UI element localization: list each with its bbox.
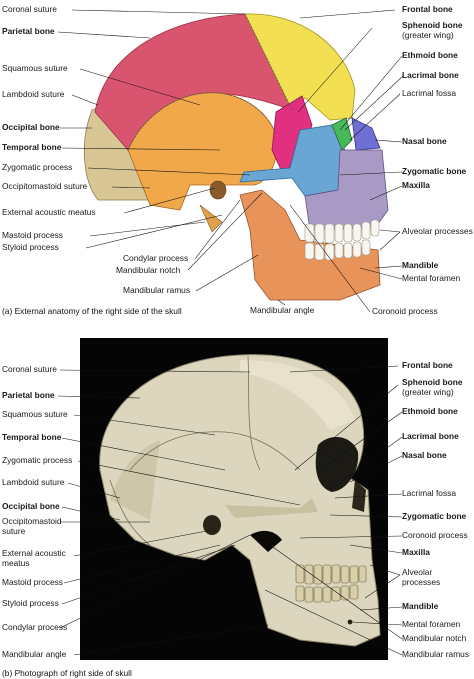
ethmoid-bone-shape (331, 117, 353, 151)
label-b-maxilla: Maxilla (402, 547, 430, 557)
label-b-meatus: meatus (2, 558, 30, 568)
label-a-mental-foramen: Mental foramen (402, 273, 461, 283)
caption-b: (b) Photograph of right side of skull (2, 668, 132, 678)
label-a-condylar-process: Condylar process (123, 253, 189, 263)
label-b-temporal-bone: Temporal bone (2, 432, 62, 442)
acoustic-meatus-a (209, 180, 227, 200)
label-b-frontal-bone: Frontal bone (402, 360, 453, 370)
label-b-ethmoid-bone: Ethmoid bone (402, 406, 458, 416)
label-b-styloid-process: Styloid process (2, 598, 59, 608)
label-a-mandibular-ramus: Mandibular ramus (123, 285, 191, 295)
label-b-mandibular-ramus: Mandibular ramus (402, 649, 470, 659)
label-b-nasal-bone: Nasal bone (402, 450, 447, 460)
label-a-coronoid-process: Coronoid process (372, 306, 438, 316)
label-b-mandible: Mandible (402, 601, 439, 611)
label-a-sphenoid-bone: Sphenoid bone (402, 20, 463, 30)
label-a-mastoid-process: Mastoid process (2, 230, 63, 240)
label-a-mandibular-angle: Mandibular angle (250, 305, 315, 315)
label-a-lacrimal-bone: Lacrimal bone (402, 70, 459, 80)
label-a-mandibular-notch: Mandibular notch (116, 265, 181, 275)
teeth-a (304, 219, 380, 261)
label-b-mandibular-notch: Mandibular notch (402, 633, 467, 643)
label-b-squamous-suture: Squamous suture (2, 409, 68, 419)
label-a-mandible: Mandible (402, 260, 439, 270)
nasal-bone-shape (351, 117, 381, 151)
label-b-zygomatic-process: Zygomatic process (2, 455, 73, 465)
label-a-styloid-process: Styloid process (2, 242, 59, 252)
label-a-zygomatic-process: Zygomatic process (2, 162, 73, 172)
label-a-ethmoid-bone: Ethmoid bone (402, 50, 458, 60)
label-b-greater-wing: (greater wing) (402, 387, 454, 397)
label-a-occipitomastoid-suture: Occipitomastoid suture (2, 181, 88, 191)
label-a-temporal-bone: Temporal bone (2, 142, 62, 152)
label-a-parietal-bone: Parietal bone (2, 26, 55, 36)
label-b-lacrimal-fossa: Lacrimal fossa (402, 488, 456, 498)
label-b-sphenoid-bone: Sphenoid bone (402, 377, 463, 387)
label-a-frontal-bone: Frontal bone (402, 4, 453, 14)
label-b-zygomatic-bone: Zygomatic bone (402, 511, 467, 521)
label-a-nasal-bone: Nasal bone (402, 136, 447, 146)
label-a-squamous-suture: Squamous suture (2, 63, 68, 73)
teeth-b (295, 564, 367, 603)
label-a-maxilla: Maxilla (402, 180, 430, 190)
caption-a: (a) External anatomy of the right side o… (2, 306, 182, 316)
label-b-coronal-suture: Coronal suture (2, 364, 57, 374)
label-b-occipitomastoid: Occipitomastoid (2, 516, 62, 526)
label-a-lambdoid-suture: Lambdoid suture (2, 89, 65, 99)
label-b-occipital-bone: Occipital bone (2, 501, 60, 511)
label-a-zygomatic-bone: Zygomatic bone (402, 166, 467, 176)
label-b-coronoid-process: Coronoid process (402, 530, 468, 540)
label-b-mastoid-process: Mastoid process (2, 577, 63, 587)
label-a-alveolar-processes: Alveolar processes (402, 226, 473, 236)
label-b-parietal-bone: Parietal bone (2, 390, 55, 400)
label-b-suture: suture (2, 526, 26, 536)
leaders-b (57, 365, 403, 656)
mastoid-a (199, 204, 223, 233)
label-a-external-acoustic-meatus: External acoustic meatus (2, 207, 96, 217)
label-b-alveolar: Alveolar (402, 567, 433, 577)
label-b-mental-foramen: Mental foramen (402, 619, 461, 629)
label-b-external-acoustic: External acoustic (2, 548, 66, 558)
leaders-a (57, 9, 404, 313)
label-a-lacrimal-fossa: Lacrimal fossa (402, 88, 456, 98)
label-b-mandibular-angle: Mandibular angle (2, 649, 67, 659)
label-a-greater-wing: (greater wing) (402, 30, 454, 40)
skull-a (83, 13, 389, 301)
label-a-coronal-suture: Coronal suture (2, 4, 57, 14)
label-b-processes: processes (402, 577, 441, 587)
label-b-lambdoid-suture: Lambdoid suture (2, 477, 65, 487)
label-a-occipital-bone: Occipital bone (2, 122, 60, 132)
label-b-lacrimal-bone: Lacrimal bone (402, 431, 459, 441)
label-b-condylar-process: Condylar process (2, 622, 68, 632)
